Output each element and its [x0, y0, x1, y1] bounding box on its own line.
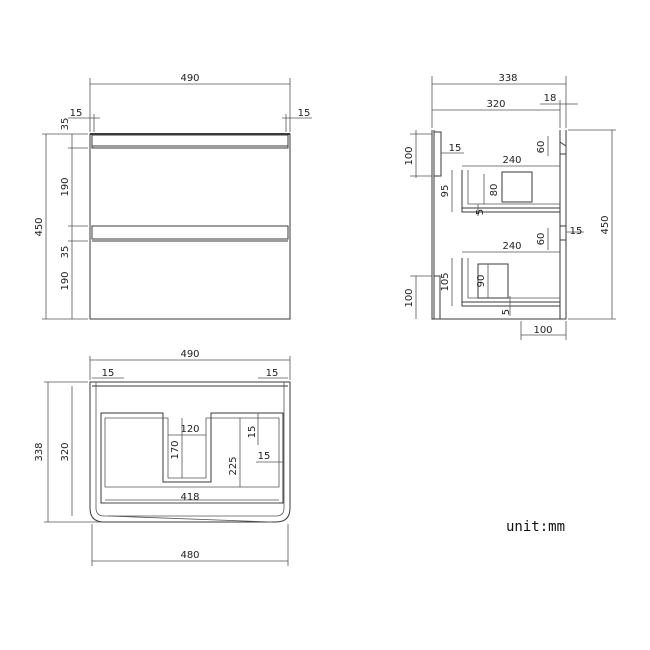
- front-view: 490 15 15 450 35 190 35 190: [34, 73, 312, 320]
- dim-top-wall-a: 15: [247, 426, 258, 439]
- dim-side-upper-drawer-height: 95: [440, 185, 451, 198]
- dim-side-depth: 338: [498, 73, 517, 84]
- dim-top-inner-width: 418: [180, 492, 199, 503]
- top-inner-outline: [95, 382, 285, 517]
- dim-top-right-inset: 15: [266, 368, 279, 379]
- dim-top-wall-b: 15: [258, 451, 271, 462]
- dim-front-top-rail: 35: [60, 118, 71, 131]
- dim-top-depth: 338: [34, 442, 45, 461]
- dim-front-height: 450: [34, 217, 45, 236]
- side-upper-drawer-inner: [467, 170, 560, 205]
- top-front-chamfer: [107, 515, 273, 523]
- dim-top-width: 490: [180, 349, 199, 360]
- dim-top-notch-width: 120: [180, 424, 199, 435]
- side-upper-drawer-box: [501, 171, 533, 203]
- side-body-outline: [431, 130, 567, 320]
- front-top-rail: [91, 134, 289, 149]
- side-bottom-block: [433, 275, 441, 320]
- dim-top-left-inset: 15: [102, 368, 115, 379]
- side-view: 100 15 60 240 95 80 5 15 60 240 105: [404, 73, 616, 340]
- dim-side-height: 450: [600, 215, 611, 234]
- side-upper-drawer: [461, 170, 560, 213]
- side-lower-drawer: [461, 258, 560, 307]
- side-upper-rail: [559, 141, 567, 155]
- dim-top-base-width: 480: [180, 550, 199, 561]
- dim-front-lower-drawer: 190: [60, 271, 71, 290]
- dim-top-notch-depth: 170: [170, 440, 181, 459]
- dim-side-lower-drawer-height: 105: [440, 272, 451, 291]
- dim-side-lower-rail: 60: [536, 233, 547, 246]
- side-top-block: [433, 131, 442, 177]
- unit-label: unit:mm: [506, 519, 565, 535]
- dim-side-upper-inner-height: 80: [489, 184, 500, 197]
- side-lower-drawer-box: [477, 263, 509, 299]
- dim-side-lower-gap: 5: [501, 309, 512, 315]
- dim-front-left-inset: 15: [70, 108, 83, 119]
- dim-side-offset: 15: [570, 226, 583, 237]
- dim-top-drawer-depth: 225: [228, 456, 239, 475]
- dim-side-upper-drawer-depth: 240: [502, 155, 521, 166]
- dim-side-body-depth: 320: [486, 99, 505, 110]
- dim-side-back-offset: 18: [544, 93, 557, 104]
- top-outline: [89, 381, 291, 523]
- front-middle-rail: [91, 225, 289, 240]
- dim-side-upper-rail: 60: [536, 141, 547, 154]
- dim-top-inner-depth: 320: [60, 442, 71, 461]
- side-lower-drawer-inner: [467, 258, 560, 299]
- dim-side-lower-drawer-depth: 240: [502, 241, 521, 252]
- top-drawer-inner: [104, 417, 280, 488]
- dim-side-upper-gap: 5: [475, 209, 486, 215]
- dim-side-bottom-block: 100: [404, 288, 415, 307]
- dim-side-top-block: 100: [404, 146, 415, 165]
- dim-front-upper-drawer: 190: [60, 177, 71, 196]
- dim-front-width: 490: [180, 73, 199, 84]
- dim-side-top-block-width: 15: [449, 143, 462, 154]
- dim-front-middle-rail: 35: [60, 246, 71, 259]
- dim-front-right-inset: 15: [298, 108, 311, 119]
- top-view: 490 15 15 338 320 120 170 15 225 15 418: [34, 349, 291, 566]
- dim-side-lower-inner-height: 90: [476, 275, 487, 288]
- dim-side-bottom-width: 100: [533, 325, 552, 336]
- side-middle-rail: [560, 225, 567, 241]
